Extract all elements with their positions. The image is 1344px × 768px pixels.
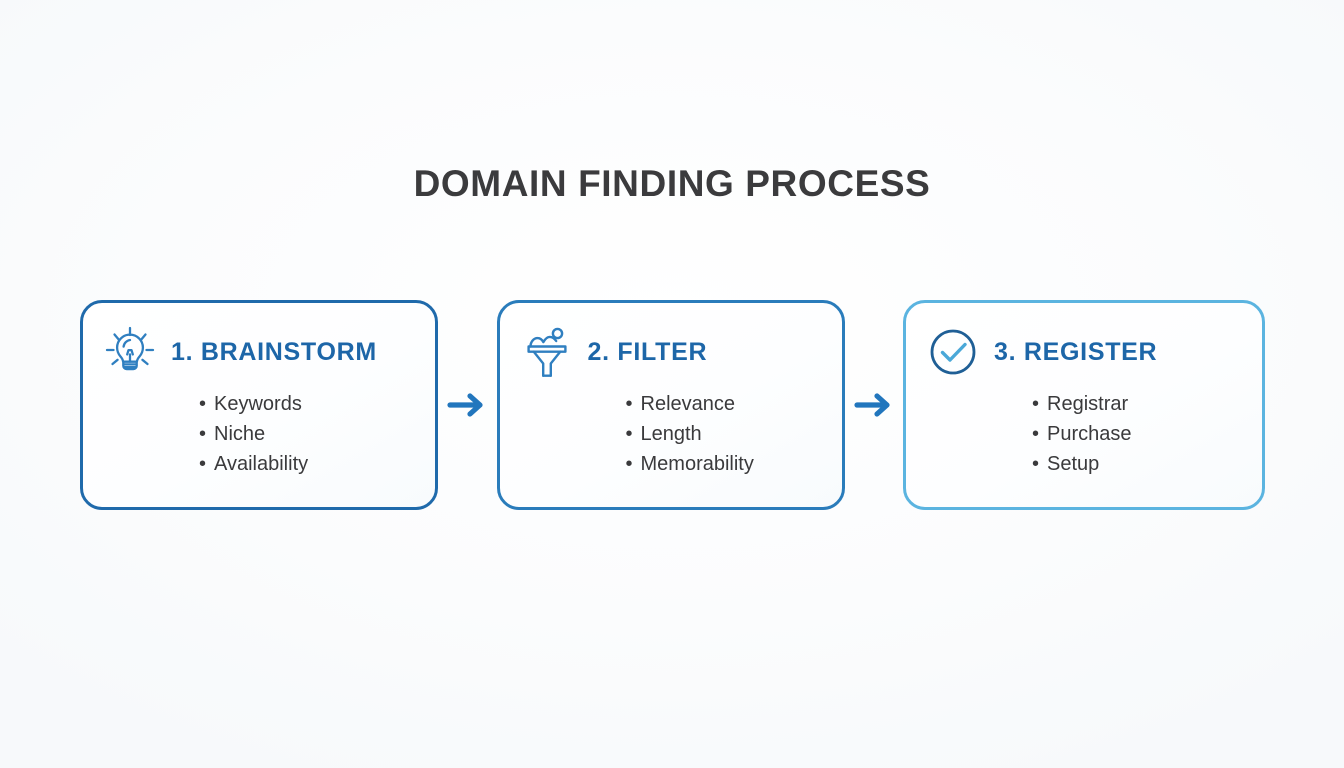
step-bullet-list: Relevance Length Memorability <box>518 389 822 479</box>
step-title: 2. FILTER <box>587 337 708 366</box>
list-item: Keywords <box>199 389 415 419</box>
step-bullet-list: Keywords Niche Availability <box>101 389 415 479</box>
step-header: 3. REGISTER <box>924 321 1242 383</box>
step-title: 1. BRAINSTORM <box>171 337 377 366</box>
funnel-icon <box>518 323 576 381</box>
step-title: 3. REGISTER <box>994 337 1158 366</box>
arrow-right-icon <box>446 388 488 422</box>
list-item: Registrar <box>1032 389 1242 419</box>
step-header: 1. BRAINSTORM <box>101 321 415 383</box>
list-item: Availability <box>199 449 415 479</box>
list-item: Relevance <box>626 389 822 419</box>
arrow-right-icon <box>853 388 895 422</box>
list-item: Memorability <box>626 449 822 479</box>
check-circle-icon <box>924 323 982 381</box>
process-flow: 1. BRAINSTORM Keywords Niche Availabilit… <box>80 300 1265 510</box>
page-title: DOMAIN FINDING PROCESS <box>413 163 931 204</box>
step-card-filter[interactable]: 2. FILTER Relevance Length Memorability <box>496 300 845 510</box>
step-card-brainstorm[interactable]: 1. BRAINSTORM Keywords Niche Availabilit… <box>80 300 438 510</box>
list-item: Niche <box>199 419 415 449</box>
list-item: Setup <box>1032 449 1242 479</box>
step-card-register[interactable]: 3. REGISTER Registrar Purchase Setup <box>903 300 1265 510</box>
list-item: Purchase <box>1032 419 1242 449</box>
step-bullet-list: Registrar Purchase Setup <box>924 389 1242 479</box>
list-item: Length <box>626 419 822 449</box>
lightbulb-icon <box>101 323 159 381</box>
step-header: 2. FILTER <box>518 321 822 383</box>
